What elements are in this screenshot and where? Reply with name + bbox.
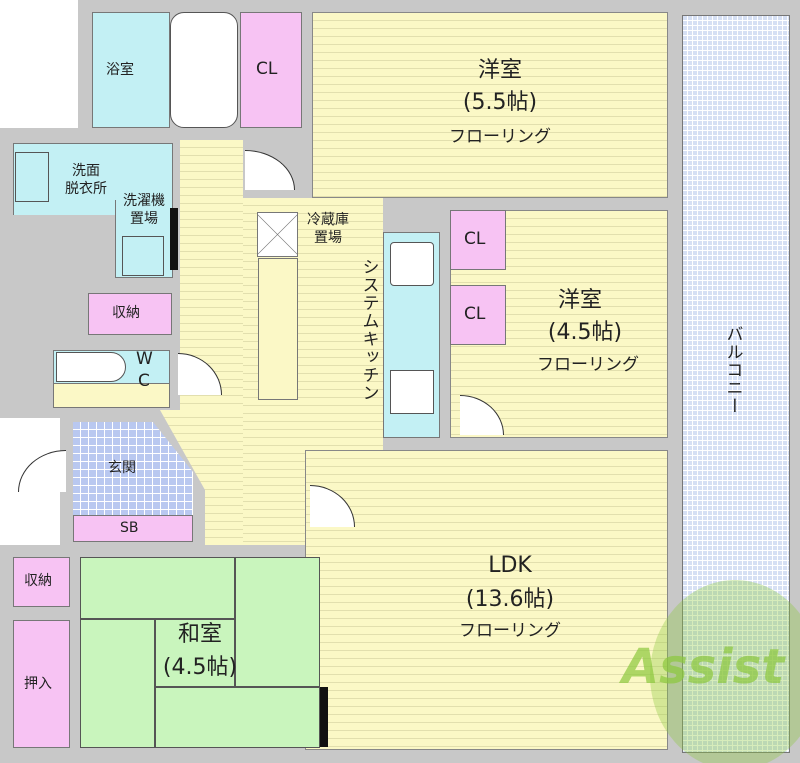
- tatami: [155, 619, 235, 687]
- closet-oshiire: [13, 620, 70, 748]
- wc-counter: [53, 383, 170, 408]
- western-room-2-name: 洋室: [557, 288, 602, 313]
- wc-label-1: W: [136, 349, 153, 369]
- tatami: [155, 687, 320, 748]
- shoe-box: [73, 515, 193, 542]
- western-room-1-size: (5.5帖): [462, 90, 538, 115]
- ldk-size: (13.6帖): [465, 587, 555, 612]
- western-room-2-floor: フローリング: [537, 355, 639, 375]
- front-door[interactable]: [18, 450, 66, 492]
- closet-oshiire-label: 押入: [24, 676, 52, 692]
- storage-1: [88, 293, 172, 335]
- closet-top: [240, 12, 302, 128]
- japanese-room-size: (4.5帖): [162, 655, 238, 680]
- fridge-space: [257, 212, 298, 257]
- storage-1-label: 収納: [112, 305, 140, 321]
- bathtub: [170, 12, 238, 128]
- washer-label-2: 置場: [130, 211, 158, 227]
- western-room-1: [312, 12, 668, 198]
- bathroom: [92, 12, 170, 128]
- ldk-floor: フローリング: [459, 621, 561, 641]
- wall-segment: [320, 687, 328, 747]
- washer-label-1: 洗濯機: [123, 193, 165, 209]
- wall-segment: [170, 208, 178, 270]
- japanese-room-name: 和室: [177, 622, 222, 647]
- closet-mid-1-label: CL: [464, 229, 486, 249]
- kitchen-sink-icon: [390, 370, 434, 414]
- western-room-1-floor: フローリング: [449, 127, 551, 147]
- tatami: [80, 619, 155, 748]
- western-room-1-name: 洋室: [477, 58, 522, 83]
- washroom-label-2: 脱衣所: [65, 181, 107, 197]
- washing-machine-icon: [122, 236, 164, 276]
- ldk-name: LDK: [488, 553, 532, 578]
- logo-leaf: [650, 580, 800, 763]
- stove-icon: [390, 242, 434, 286]
- closet-top-label: CL: [256, 59, 278, 79]
- entrance-label: 玄関: [108, 460, 136, 476]
- fridge-label-2: 置場: [314, 230, 342, 246]
- bathroom-label: 浴室: [106, 62, 134, 78]
- storage-2-label: 収納: [24, 573, 52, 589]
- tatami: [235, 557, 320, 687]
- kitchen-label: システムキッチン: [358, 258, 379, 402]
- balcony: [682, 15, 790, 753]
- closet-mid-1: [450, 210, 506, 270]
- toilet-icon: [56, 352, 126, 382]
- balcony-label: バルコニー: [722, 325, 743, 415]
- closet-mid-2-label: CL: [464, 304, 486, 324]
- counter: [258, 258, 298, 400]
- logo: Assist: [622, 639, 785, 695]
- washroom-label-1: 洗面: [72, 163, 100, 179]
- shoe-box-label: SB: [120, 520, 139, 536]
- wc-label-2: C: [138, 371, 150, 391]
- tatami: [80, 557, 235, 619]
- fridge-label-1: 冷蔵庫: [307, 212, 349, 228]
- closet-mid-2: [450, 285, 506, 345]
- ldk: [305, 450, 668, 750]
- western-room-2-size: (4.5帖): [547, 320, 623, 345]
- storage-2: [13, 557, 70, 607]
- sink-icon: [15, 152, 49, 202]
